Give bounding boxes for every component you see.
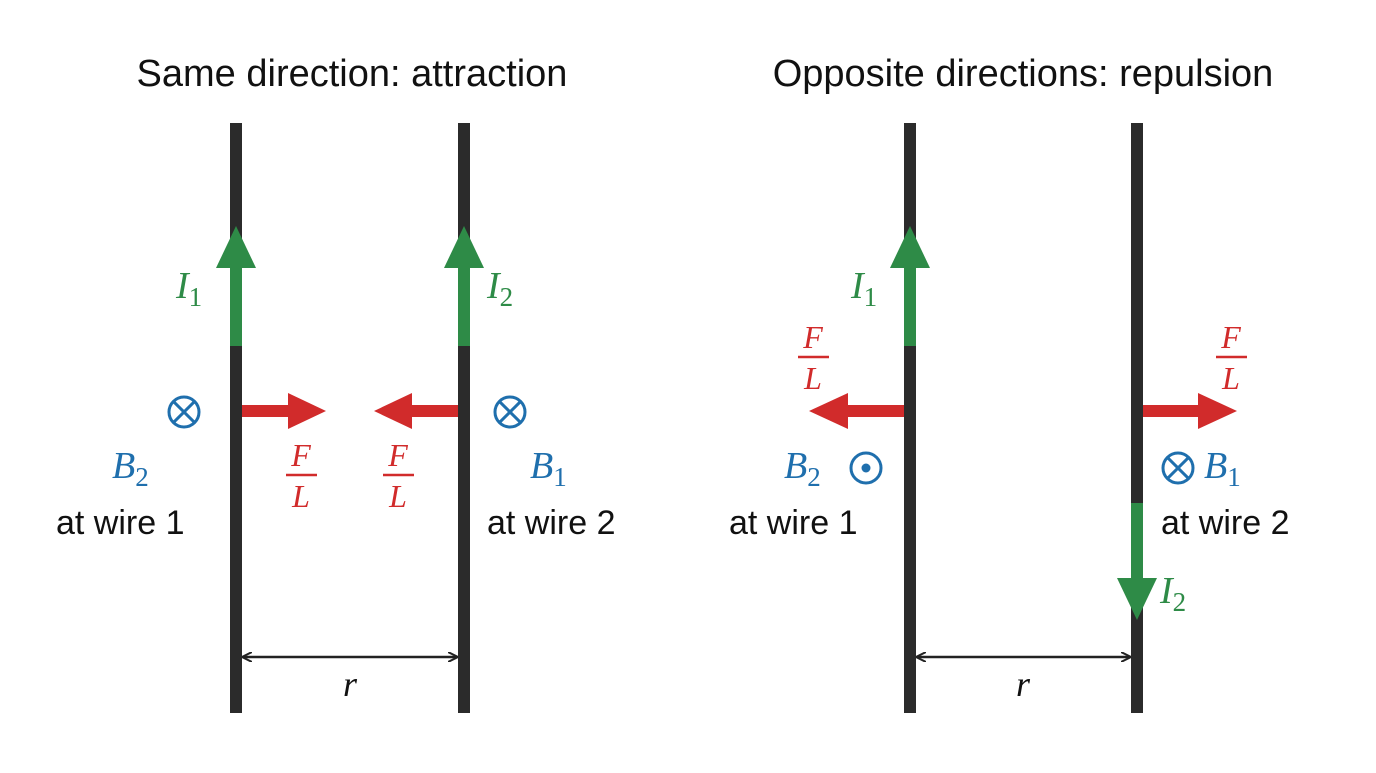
wire-1 — [230, 123, 242, 713]
current-label-i1: I1 — [175, 265, 202, 312]
svg-text:L: L — [291, 478, 310, 514]
current-arrow-wire-1 — [216, 226, 256, 346]
separation-label: r — [1016, 664, 1031, 704]
circle-cross-icon — [1161, 451, 1195, 485]
circle-cross-icon — [167, 395, 201, 429]
field-label-b1: B1 — [1204, 445, 1241, 492]
force-arrow-wire-1 — [809, 393, 904, 429]
force-label-wire-1: F L — [798, 319, 829, 396]
current-arrow-wire-2 — [1117, 503, 1157, 620]
circle-cross-icon — [493, 395, 527, 429]
right-panel: Opposite directions: repulsion I1 I2 F — [729, 53, 1290, 713]
svg-text:F: F — [1220, 319, 1241, 355]
current-arrow-wire-1 — [890, 226, 930, 346]
circle-dot-icon — [849, 451, 883, 485]
wire-2 — [458, 123, 470, 713]
field-label-b2: B2 — [784, 445, 821, 492]
force-arrow-wire-1 — [242, 393, 326, 429]
field-label-b2: B2 — [112, 445, 149, 492]
svg-text:F: F — [290, 437, 311, 473]
wire-2 — [1131, 123, 1143, 713]
force-label-wire-1: F L — [286, 437, 317, 514]
field-location-wire-1: at wire 1 — [729, 504, 858, 542]
current-label-i2: I2 — [1159, 570, 1186, 617]
field-location-wire-1: at wire 1 — [56, 504, 185, 542]
wire-1 — [904, 123, 916, 713]
svg-text:L: L — [803, 360, 822, 396]
left-panel: Same direction: attraction I1 I2 F L — [56, 53, 616, 713]
svg-text:L: L — [388, 478, 407, 514]
field-label-b1: B1 — [530, 445, 567, 492]
current-label-i2: I2 — [486, 265, 513, 312]
current-arrow-wire-2 — [444, 226, 484, 346]
force-label-wire-2: F L — [383, 437, 414, 514]
svg-text:F: F — [802, 319, 823, 355]
field-location-wire-2: at wire 2 — [1161, 504, 1290, 542]
svg-text:L: L — [1221, 360, 1240, 396]
separation-label: r — [343, 664, 358, 704]
svg-text:F: F — [387, 437, 408, 473]
force-arrow-wire-2 — [1143, 393, 1237, 429]
left-panel-title: Same direction: attraction — [137, 53, 568, 95]
force-arrow-wire-2 — [374, 393, 458, 429]
current-label-i1: I1 — [850, 265, 877, 312]
right-panel-title: Opposite directions: repulsion — [773, 53, 1274, 95]
force-label-wire-2: F L — [1216, 319, 1247, 396]
field-location-wire-2: at wire 2 — [487, 504, 616, 542]
